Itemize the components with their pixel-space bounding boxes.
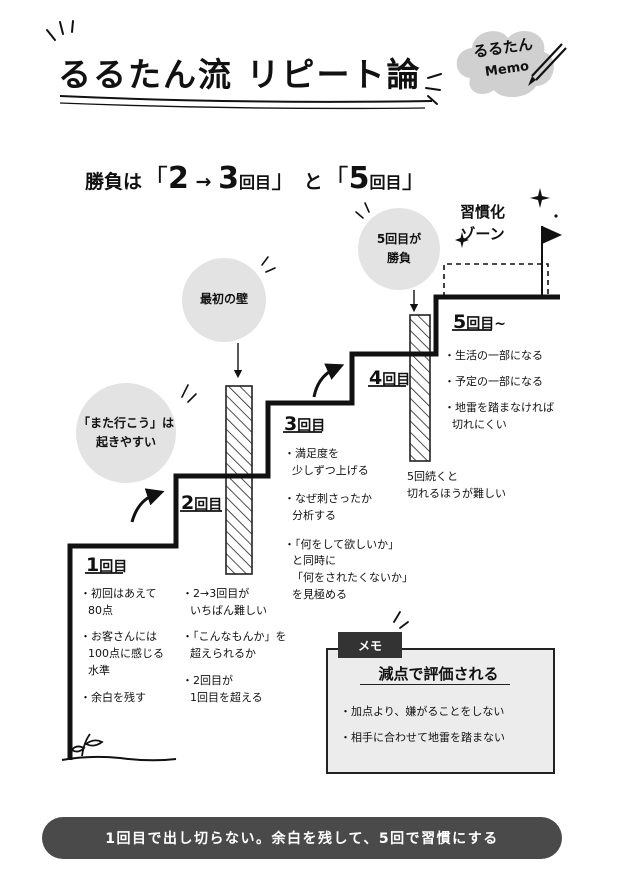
note-3-line: ・なぜ刺さったか <box>284 492 372 505</box>
staircase <box>67 294 560 760</box>
note-2-line: 1回目を超える <box>190 691 263 704</box>
note-3-line: と同時に <box>292 554 336 567</box>
title-underline <box>59 95 433 103</box>
note-1-line: 80点 <box>88 604 113 617</box>
note-3-line: 分析する <box>292 509 336 522</box>
bubble-easy-text: 「また行こう」は 起きやすい <box>77 416 174 449</box>
subtitle-num-3: 3 <box>218 161 239 196</box>
bubble-easy <box>76 383 176 483</box>
note-5-line: ・地雷を踏まなければ <box>444 401 554 414</box>
note-4-line: 切れるほうが難しい <box>407 487 506 500</box>
footer-banner: 1回目で出し切らない。余白を残して、5回で習慣にする <box>42 817 562 859</box>
memo-item: ・加点より、嫌がることをしない <box>340 705 505 718</box>
step-2-label: 2回目 <box>181 492 223 514</box>
memo-box <box>326 648 555 774</box>
sparkle-icon <box>455 188 558 248</box>
memo-heading-underline <box>360 684 510 685</box>
step-1-label: 1回目 <box>86 554 128 576</box>
note-1-line: 100点に感じる <box>88 647 164 660</box>
subtitle: 勝負は「2 → 3回目」 と「5回目」 <box>85 161 428 196</box>
step-3-label: 3回目 <box>284 413 326 435</box>
pillar-win <box>409 314 431 462</box>
up-arrow-icon <box>312 363 345 398</box>
step-4-label: 4回目 <box>369 367 411 389</box>
note-5-line: ・生活の一部になる <box>444 349 543 362</box>
note-2-line: ・「こんなもんか」を <box>182 630 287 643</box>
sprout-icon <box>70 733 104 757</box>
note-1-line: ・初回はあえて <box>80 587 157 600</box>
note-3-line: 少しずつ上げる <box>292 464 369 477</box>
memo-heading: 減点で評価される <box>378 665 499 683</box>
note-1-line: 水準 <box>88 664 110 677</box>
note-5-line: 切れにくい <box>452 418 507 431</box>
bubble-win-text: 5回目が 勝負 <box>376 232 422 265</box>
up-arrow-icon <box>130 488 165 523</box>
title-sparkle-lines <box>46 20 442 105</box>
note-3-line: を見極める <box>292 588 347 601</box>
bubble-wall-text: 最初の壁 <box>199 292 248 306</box>
subtitle-num-5: 5 <box>348 161 370 196</box>
note-2-line: 超えられるか <box>190 647 256 660</box>
subtitle-num-2: 2 <box>168 161 189 196</box>
memo-logo-cloud <box>456 30 567 98</box>
note-2-line: ・2回目が <box>182 674 233 687</box>
memo-tag: メモ <box>338 632 402 658</box>
subtitle-lead: 勝負は <box>85 171 143 193</box>
note-3-line: 「何をされたくないか」 <box>292 571 413 584</box>
page-title: るるたん流 リピート論 <box>58 55 422 94</box>
ground-line <box>61 755 177 762</box>
note-4-line: 5回続くと <box>407 470 458 483</box>
note-2-line: いちばん難しい <box>190 604 267 617</box>
note-1-line: ・余白を残す <box>80 691 146 704</box>
memo-item: ・相手に合わせて地雷を踏まない <box>340 731 505 744</box>
note-1-line: ・お客さんには <box>80 630 157 643</box>
bubble-win <box>358 208 440 290</box>
goal-flag-icon <box>542 226 562 244</box>
note-2-line: ・2→3回目が <box>182 587 250 600</box>
habit-zone-dashed <box>443 263 549 297</box>
note-3-line: ・満足度を <box>284 447 339 460</box>
subtitle-arrow: → <box>195 171 212 193</box>
pillar-wall <box>225 385 253 575</box>
note-5-line: ・予定の一部になる <box>444 375 543 388</box>
step-5-label: 5回目~ <box>453 311 506 333</box>
bubble-wall <box>182 258 266 342</box>
habit-zone-label: 習慣化 ゾーン <box>460 203 506 243</box>
note-3-line: ・「何をして欲しいか」 <box>284 538 400 551</box>
